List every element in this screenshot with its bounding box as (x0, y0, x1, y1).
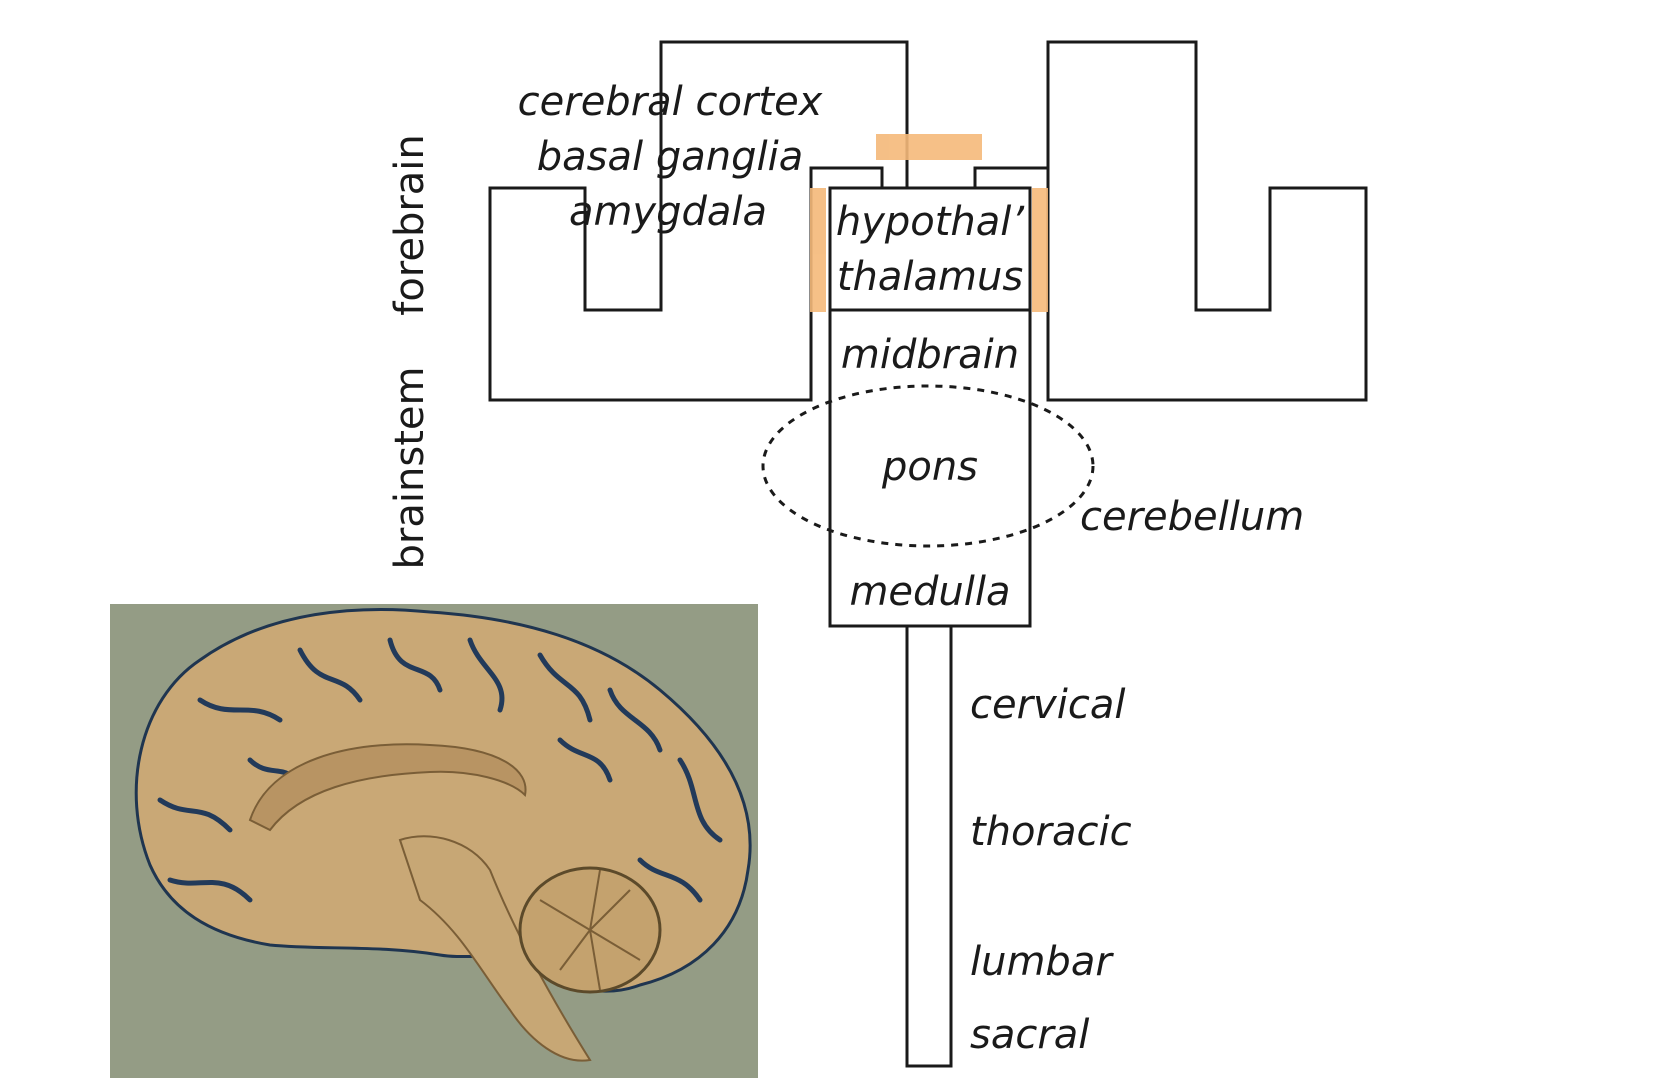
thalamus-label: thalamus (837, 254, 1023, 300)
midbrain-label: midbrain (841, 332, 1019, 378)
sacral-label: sacral (970, 1012, 1089, 1058)
sulci (157, 637, 723, 903)
central-column (828, 186, 1032, 1068)
thoracic-label: thoracic (970, 809, 1132, 855)
lumbar-label: lumbar (970, 939, 1114, 985)
corpus-callosum (248, 743, 527, 832)
highlight-bands (810, 134, 1048, 312)
hypothalamus-label: hypothal’ (836, 199, 1026, 245)
brain-photo (110, 604, 758, 1078)
cerebellum-label: cerebellum (1080, 494, 1304, 540)
cerebellum-outline (761, 384, 1095, 548)
brainstem-photo (398, 835, 592, 1062)
cerebral-cortex-label: cerebral cortex (518, 79, 823, 125)
amygdala-label: amygdala (569, 189, 767, 235)
pons-label: pons (881, 444, 978, 490)
medulla-label: medulla (849, 569, 1010, 615)
forebrain-label: forebrain (387, 134, 433, 316)
cervical-label: cervical (970, 682, 1125, 728)
basal-ganglia-label: basal ganglia (537, 134, 803, 180)
brainstem-label: brainstem (387, 367, 433, 570)
